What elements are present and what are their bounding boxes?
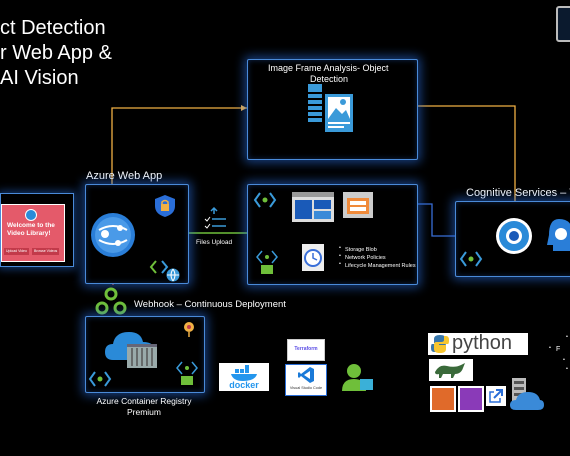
webhook-label: Webhook – Continuous Deployment bbox=[134, 299, 286, 310]
tool-icon-external bbox=[486, 386, 506, 406]
vscode-logo: Visual Studio Code bbox=[285, 364, 327, 396]
bullet-dot-1: • bbox=[339, 245, 341, 251]
mockup-title-line-1: Welcome to the bbox=[7, 222, 55, 229]
terraform-text: Terraform bbox=[294, 346, 318, 352]
storage-bullet-2: Network Policies bbox=[345, 255, 386, 261]
bullet-dot-2: • bbox=[339, 253, 341, 259]
image-frame-title-line-1: Image Frame Analysis- Object bbox=[268, 63, 389, 73]
vision-eye-icon bbox=[496, 218, 532, 254]
page-title-line-2: r Web App & bbox=[0, 42, 112, 64]
storage-bullet-3: Lifecycle Management Rules bbox=[345, 263, 416, 269]
partial-bullet-dot-1: • bbox=[566, 334, 568, 340]
policy-clock-icon bbox=[302, 244, 324, 271]
code-brackets-icon bbox=[149, 260, 169, 274]
page-title-line-3: AI Vision bbox=[0, 67, 79, 89]
webhook-icon bbox=[95, 287, 127, 315]
docker-text: docker bbox=[229, 380, 259, 390]
registry-label-line-2: Premium bbox=[126, 407, 161, 417]
image-frame-title-line-2: Detection bbox=[310, 74, 349, 84]
code-node-icon bbox=[253, 192, 277, 208]
globe-icon bbox=[166, 268, 180, 282]
shield-lock-icon-2 bbox=[256, 250, 278, 274]
shield-lock-icon bbox=[155, 195, 175, 217]
checklist-icon bbox=[204, 206, 226, 229]
external-link-icon bbox=[489, 389, 503, 403]
docker-whale-icon bbox=[231, 365, 257, 381]
mockup-title-line-2: Video Library! bbox=[7, 230, 51, 237]
location-pin-icon bbox=[184, 322, 194, 337]
partial-bullet-label: F bbox=[556, 346, 561, 353]
mockup-upload-button[interactable]: Upload Video bbox=[4, 248, 29, 255]
cognitive-head-icon bbox=[547, 219, 570, 251]
python-logo: python bbox=[428, 332, 528, 355]
tool-icon-purple bbox=[458, 386, 484, 412]
files-upload-label: Files Upload bbox=[196, 239, 233, 246]
code-node-icon-3 bbox=[88, 371, 112, 387]
web-app-mockup: Welcome to the Video Library! Upload Vid… bbox=[0, 193, 74, 267]
docker-logo: docker bbox=[219, 363, 269, 391]
partial-bullet-dot-2: • bbox=[549, 345, 551, 351]
app-service-icon bbox=[91, 213, 135, 257]
partial-bullet-dot-4: • bbox=[566, 366, 568, 372]
container-registry-icon bbox=[105, 332, 157, 368]
web-app-label: Azure Web App bbox=[86, 170, 163, 182]
code-node-icon-2 bbox=[459, 251, 483, 267]
tool-icon-orange bbox=[430, 386, 456, 412]
shield-lock-icon-3 bbox=[176, 361, 198, 385]
device-icon bbox=[556, 6, 570, 42]
partial-bullet-dot-3: • bbox=[563, 357, 565, 363]
image-analysis-icon bbox=[308, 84, 353, 132]
vscode-icon bbox=[298, 367, 314, 383]
storage-bullet-1: Storage Blob bbox=[345, 247, 377, 253]
mockup-camera-icon bbox=[25, 209, 37, 221]
storage-window-icon bbox=[343, 192, 373, 218]
vscode-text: Visual Studio Code bbox=[289, 386, 323, 390]
cognitive-services-label: Cognitive Services – V bbox=[466, 187, 570, 199]
registry-label-line-1: Azure Container Registry bbox=[96, 396, 192, 406]
mockup-browse-button[interactable]: Browse Videos bbox=[32, 248, 60, 255]
server-cloud-icon bbox=[510, 378, 544, 410]
bullet-dot-3: • bbox=[339, 261, 341, 267]
user-icon bbox=[342, 364, 373, 391]
python-icon bbox=[431, 335, 449, 353]
blob-storage-icon bbox=[292, 192, 334, 222]
python-text: python bbox=[452, 332, 513, 354]
animal-logo bbox=[429, 359, 473, 381]
terraform-logo: Terraform bbox=[287, 339, 325, 361]
animal-icon bbox=[435, 363, 465, 378]
page-title-line-1: ct Detection bbox=[0, 17, 106, 39]
